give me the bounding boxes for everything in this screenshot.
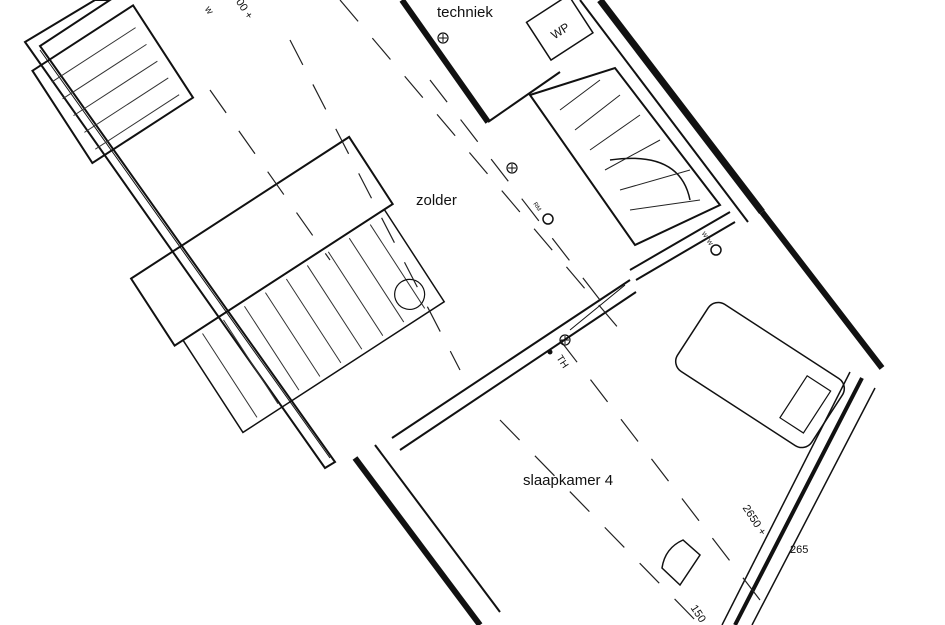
heat-pump-unit	[525, 0, 594, 62]
staircase	[528, 66, 722, 247]
bedroom-partition-wall	[391, 211, 736, 451]
roof-window-upper	[31, 4, 195, 165]
room-label-slaapkamer: slaapkamer 4	[523, 472, 613, 489]
thermostat-icon	[547, 349, 553, 355]
chair	[661, 539, 701, 587]
smoke-detector-icon	[542, 213, 554, 225]
lower-left-wall	[352, 444, 501, 625]
bed	[674, 301, 846, 449]
ventilation-icon	[710, 244, 722, 256]
ventilation-label: WTW	[700, 231, 713, 247]
roof-slope-lines	[209, 0, 761, 625]
window-tag: w	[201, 4, 215, 18]
techniek-wall	[399, 0, 561, 124]
light-point-icon	[437, 32, 449, 44]
dimension-top-left: 00 +	[233, 0, 255, 21]
left-outer-wall	[23, 0, 337, 470]
dimension-right-1: 2650 +	[740, 503, 769, 538]
smoke-detector-label: RM	[531, 202, 541, 213]
heat-pump-label: WP	[548, 20, 572, 42]
light-point-icon	[559, 334, 571, 346]
thermostat-label: TH	[554, 353, 570, 370]
light-point-icon	[506, 162, 518, 174]
roof-window-large	[129, 135, 446, 434]
dimension-bottom: 150	[688, 603, 708, 625]
room-label-zolder: zolder	[416, 192, 457, 209]
room-label-techniek: techniek	[437, 4, 493, 21]
dimension-right-2: 265	[790, 544, 808, 556]
right-outer-wall	[579, 0, 885, 625]
